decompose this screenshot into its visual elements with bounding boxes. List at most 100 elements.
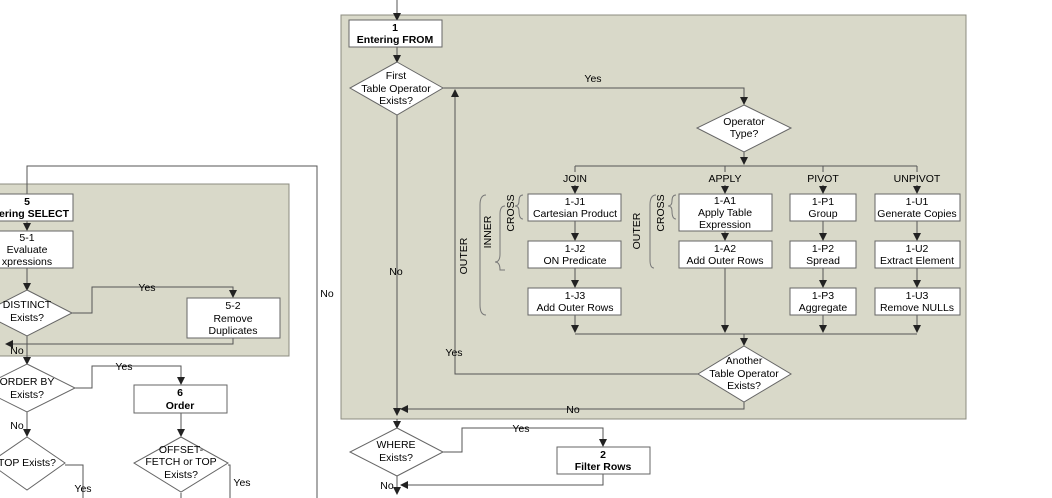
step-1-j2: 1-J2 ON Predicate: [527, 240, 622, 269]
top-exists-text: TOP Exists?: [0, 457, 56, 469]
filter-rows-box: 2 Filter Rows: [556, 446, 651, 475]
edge-no-order-by: No: [10, 420, 24, 432]
cross-join-label: CROSS: [505, 194, 517, 231]
a2-id: 1-A2: [714, 243, 736, 255]
entering-from-box: 1 Entering FROM: [348, 19, 443, 48]
edge-yes-where: Yes: [512, 423, 529, 435]
step-1-u3: 1-U3 Remove NULLs: [874, 287, 961, 316]
u1-id: 1-U1: [906, 196, 929, 208]
outer-join-label: OUTER: [458, 237, 470, 274]
u3-label: Remove NULLs: [880, 302, 954, 314]
s2-id: 5-2: [225, 300, 240, 312]
j2-label: ON Predicate: [543, 255, 606, 267]
edge-yes-top: Yes: [74, 483, 91, 495]
distinct-line-1: DISTINCT: [3, 299, 52, 311]
first-op-line-3: Exists?: [379, 95, 413, 107]
s2-label-2: Duplicates: [208, 325, 257, 337]
j3-id: 1-J3: [565, 290, 586, 302]
distinct-exists-decision: DISTINCT Exists?: [0, 289, 74, 337]
join-type-brackets: [479, 194, 677, 316]
order-by-exists-decision: ORDER BY Exists?: [0, 363, 77, 413]
p2-label: Spread: [806, 255, 840, 267]
edge-yes-order-by: Yes: [115, 361, 132, 373]
entering-select-title: ering SELECT: [0, 208, 70, 220]
where-line-2: Exists?: [379, 452, 413, 464]
filter-rows-number: 2: [600, 449, 606, 461]
p3-id: 1-P3: [812, 290, 834, 302]
s1-label-2: xpressions: [2, 256, 52, 268]
order-number: 6: [177, 387, 183, 399]
another-op-line-1: Another: [726, 355, 763, 367]
offset-fetch-decision: OFFSET- FETCH or TOP Exists?: [133, 436, 229, 493]
edge-yes-distinct: Yes: [138, 282, 155, 294]
step-1-u2: 1-U2 Extract Element: [874, 240, 961, 269]
entering-from-number: 1: [392, 22, 398, 34]
a1-id: 1-A1: [714, 195, 736, 207]
edge-no-first: No: [389, 266, 403, 278]
operator-type-line-1: Operator: [723, 116, 765, 128]
edge-no-another: No: [566, 404, 580, 416]
step-5-2: 5-2 Remove Duplicates: [186, 297, 281, 339]
u3-id: 1-U3: [906, 290, 929, 302]
order-title: Order: [166, 400, 195, 412]
step-1-j1: 1-J1 Cartesian Product: [527, 193, 622, 222]
s2-label-1: Remove: [213, 313, 252, 325]
another-op-line-3: Exists?: [727, 380, 761, 392]
j2-id: 1-J2: [565, 243, 586, 255]
operator-type-line-2: Type?: [730, 128, 759, 140]
order-box: 6 Order: [133, 384, 228, 414]
order-by-line-1: ORDER BY: [0, 376, 54, 388]
filter-rows-title: Filter Rows: [575, 461, 632, 473]
unpivot-header: UNPIVOT: [894, 173, 941, 185]
p2-id: 1-P2: [812, 243, 834, 255]
edge-no-where: No: [380, 480, 394, 492]
entering-select-box: 5 ering SELECT: [0, 193, 74, 222]
from-phase-panel: [340, 14, 967, 420]
distinct-line-2: Exists?: [10, 312, 44, 324]
pivot-header: PIVOT: [807, 173, 839, 185]
join-header: JOIN: [563, 173, 587, 185]
first-op-line-2: Table Operator: [361, 83, 431, 95]
step-1-u1: 1-U1 Generate Copies: [874, 193, 961, 222]
offset-line-1: OFFSET-: [159, 444, 204, 456]
u2-id: 1-U2: [906, 243, 929, 255]
another-table-operator-decision: Another Table Operator Exists?: [697, 345, 792, 403]
apply-header: APPLY: [708, 173, 741, 185]
j1-id: 1-J1: [565, 196, 586, 208]
entering-select-number: 5: [24, 196, 30, 208]
offset-line-2: FETCH or TOP: [145, 456, 216, 468]
s1-label-1: Evaluate: [7, 244, 48, 256]
p3-label: Aggregate: [799, 302, 848, 314]
a2-label: Add Outer Rows: [686, 255, 763, 267]
u2-label: Extract Element: [880, 255, 954, 267]
p1-id: 1-P1: [812, 196, 834, 208]
cross-apply-label: CROSS: [655, 194, 667, 231]
first-op-line-1: First: [386, 70, 406, 82]
step-1-p2: 1-P2 Spread: [789, 240, 857, 269]
u1-label: Generate Copies: [877, 208, 956, 220]
edge-no-distinct: No: [10, 345, 24, 357]
a1-label-2: Expression: [699, 219, 751, 231]
a1-label-1: Apply Table: [698, 207, 752, 219]
edge-no-outer: No: [320, 288, 334, 300]
offset-line-3: Exists?: [164, 469, 198, 481]
order-by-line-2: Exists?: [10, 389, 44, 401]
first-table-operator-decision: First Table Operator Exists?: [348, 61, 445, 116]
step-1-j3: 1-J3 Add Outer Rows: [527, 287, 622, 316]
another-op-line-2: Table Operator: [709, 368, 779, 380]
step-1-p3: 1-P3 Aggregate: [789, 287, 857, 316]
p1-label: Group: [808, 208, 837, 220]
s1-id: 5-1: [19, 232, 34, 244]
step-1-a1: 1-A1 Apply Table Expression: [678, 193, 773, 232]
step-1-a2: 1-A2 Add Outer Rows: [678, 240, 773, 269]
connectors: [5, 0, 921, 498]
top-exists-decision: TOP Exists?: [0, 436, 66, 491]
outer-apply-label: OUTER: [631, 212, 643, 249]
step-5-1: 5-1 Evaluate xpressions: [0, 230, 74, 269]
inner-join-label: INNER: [482, 215, 494, 248]
where-line-1: WHERE: [376, 439, 415, 451]
j3-label: Add Outer Rows: [536, 302, 613, 314]
operator-type-decision: Operator Type?: [695, 104, 793, 153]
step-1-p1: 1-P1 Group: [789, 193, 857, 222]
